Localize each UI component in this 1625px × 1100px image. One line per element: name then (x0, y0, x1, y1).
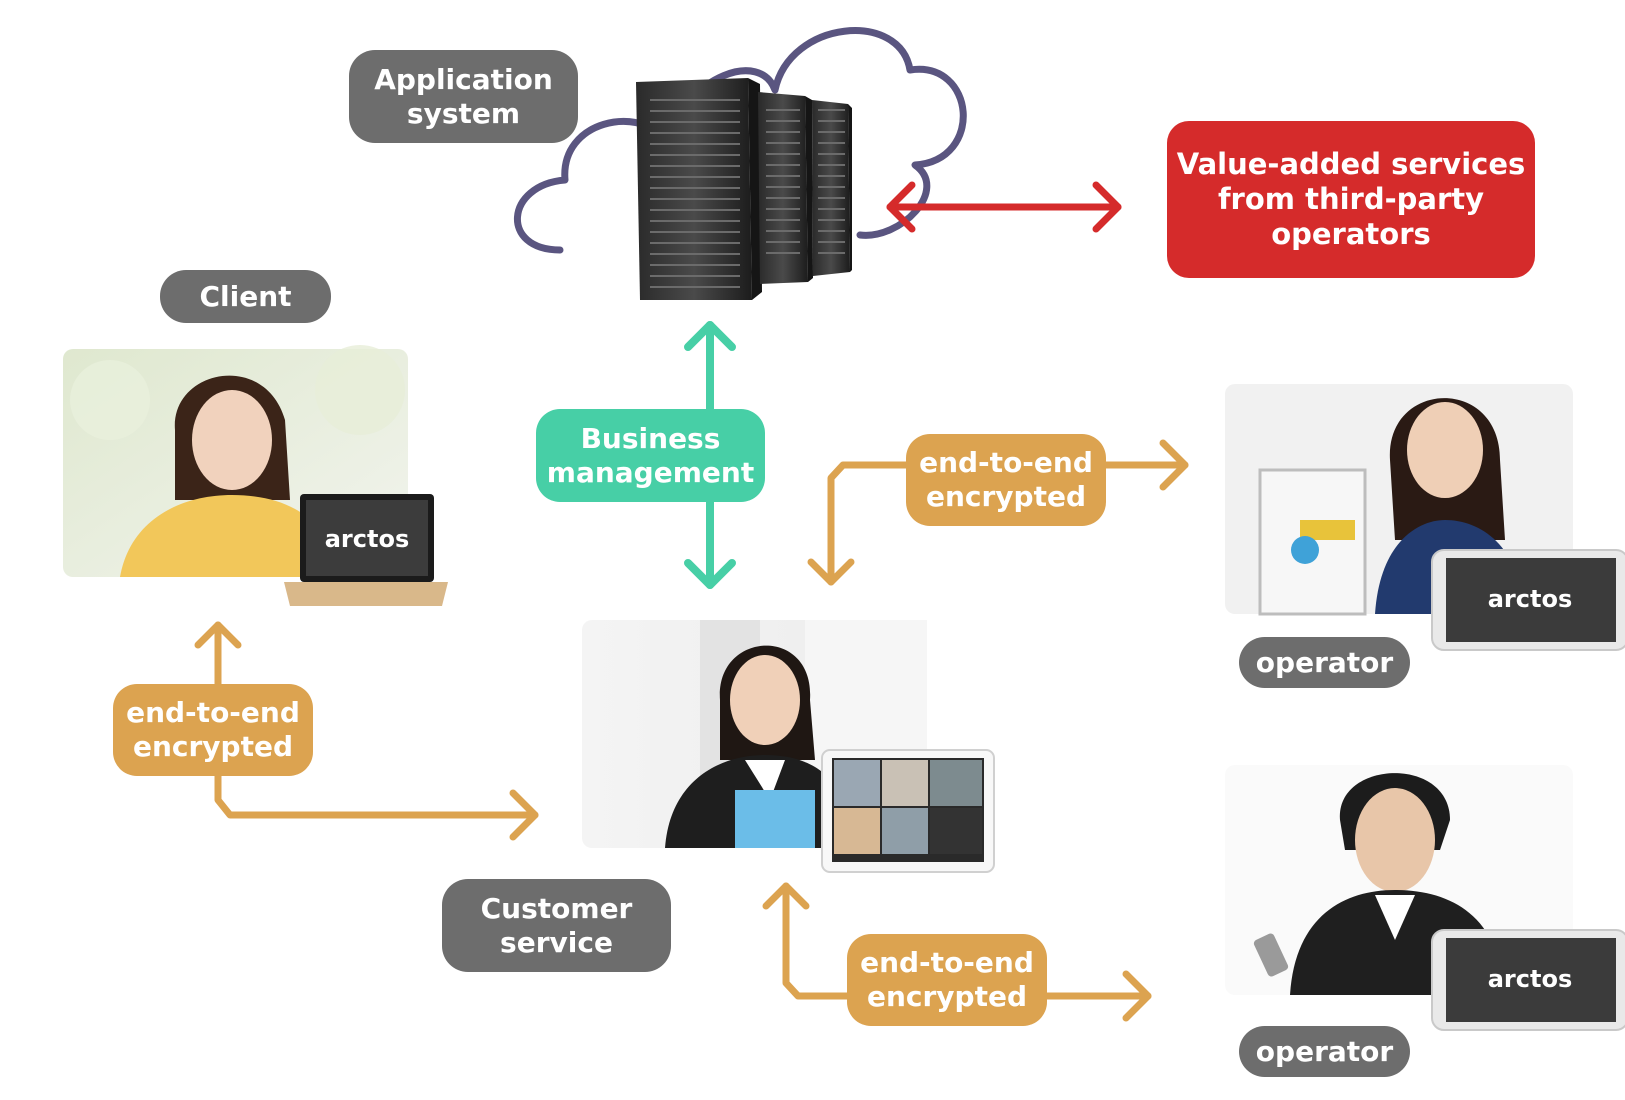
operator-photo-top: arctos (1225, 384, 1625, 651)
operator-label-bottom: operator (1239, 1026, 1410, 1077)
encrypted-label-top-right: end-to-end encrypted (906, 434, 1106, 526)
arctos-logo-phone-top: arctos (1488, 585, 1573, 613)
customer-service-label: Customer service (442, 879, 671, 972)
client-label: Client (160, 270, 331, 323)
encrypted-label-client: end-to-end encrypted (113, 684, 313, 776)
client-photo: arctos (63, 345, 448, 606)
encrypted-label-bottom: end-to-end encrypted (847, 934, 1047, 1026)
application-system-label: Application system (349, 50, 578, 143)
cloud-icon (514, 27, 967, 254)
operator-photo-bottom: arctos (1225, 765, 1625, 1031)
operator-label-top: operator (1239, 637, 1410, 688)
bidirectional-red-arrow (886, 181, 1122, 233)
server-rack-icon (636, 78, 852, 300)
arctos-logo-laptop: arctos (325, 525, 410, 553)
customer-service-photo (582, 620, 995, 873)
arctos-logo-phone-bottom: arctos (1488, 965, 1573, 993)
value-added-services-label: Value-added services from third-party op… (1167, 121, 1535, 278)
business-management-label: Business management (536, 409, 765, 502)
